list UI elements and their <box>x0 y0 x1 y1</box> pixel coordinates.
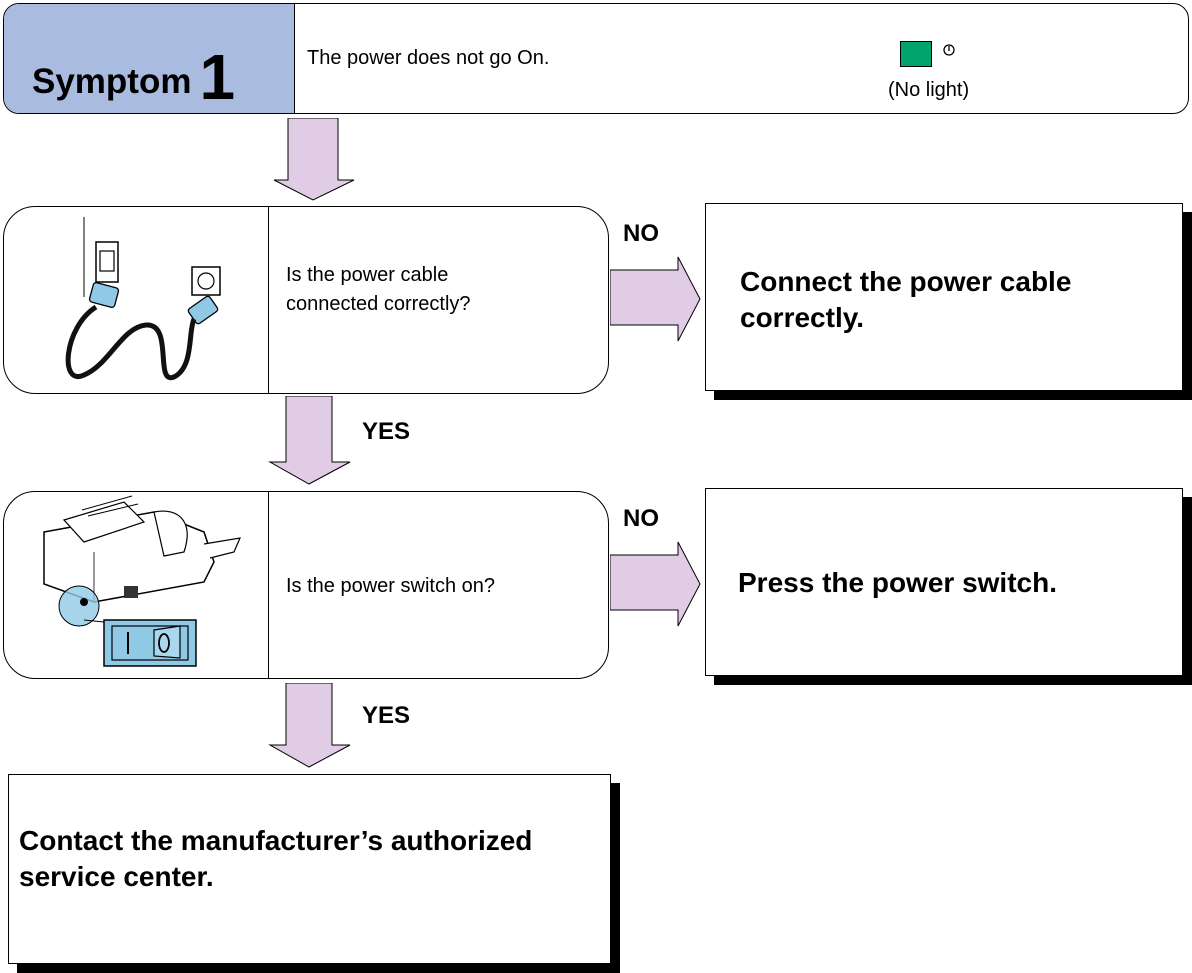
no-label-2: NO <box>623 505 659 532</box>
question-switch: Is the power switch on? <box>3 491 609 679</box>
power-led <box>900 41 932 67</box>
question-cable-line-2: connected correctly? <box>286 293 471 315</box>
symptom-description: The power does not go On. <box>307 47 550 69</box>
right-arrow-2 <box>610 541 701 627</box>
down-arrow-1 <box>273 118 355 201</box>
result-contact-service-text: Contact the manufacturer’s authorized se… <box>19 823 532 895</box>
result-press-switch: Press the power switch. <box>705 488 1183 676</box>
symptom-label-text: Symptom <box>32 62 192 101</box>
question-cable-line-1: Is the power cable <box>286 264 449 286</box>
symptom-number: 1 <box>199 41 236 113</box>
result-press-switch-line-1: Press the power switch. <box>738 567 1057 598</box>
yes-label-1: YES <box>362 418 411 445</box>
power-icon <box>942 43 956 62</box>
down-arrow-3 <box>268 683 351 768</box>
result-contact-service: Contact the manufacturer’s authorized se… <box>8 774 611 964</box>
question-switch-text: Is the power switch on? <box>286 572 495 601</box>
right-arrow-1 <box>610 256 701 342</box>
result-connect-cable: Connect the power cable correctly. <box>705 203 1183 391</box>
power-led-status: (No light) <box>888 79 970 101</box>
yes-label-2: YES <box>362 702 411 729</box>
question-switch-line-1: Is the power switch on? <box>286 575 495 597</box>
question-cable-text: Is the power cable connected correctly? <box>286 261 471 319</box>
down-arrow-2 <box>268 396 351 485</box>
result-press-switch-text: Press the power switch. <box>738 565 1057 601</box>
result-connect-cable-line-2: correctly. <box>740 302 864 333</box>
scanner-power-switch-illustration <box>4 492 269 678</box>
question-cable: Is the power cable connected correctly? <box>3 206 609 394</box>
result-contact-service-line-2: service center. <box>19 861 214 892</box>
result-connect-cable-text: Connect the power cable correctly. <box>740 264 1071 336</box>
power-cable-illustration <box>4 207 269 393</box>
result-contact-service-line-1: Contact the manufacturer’s authorized <box>19 825 533 856</box>
result-connect-cable-line-1: Connect the power cable <box>740 266 1072 297</box>
power-indicator: (No light) <box>888 41 1008 111</box>
no-label-1: NO <box>623 220 659 247</box>
